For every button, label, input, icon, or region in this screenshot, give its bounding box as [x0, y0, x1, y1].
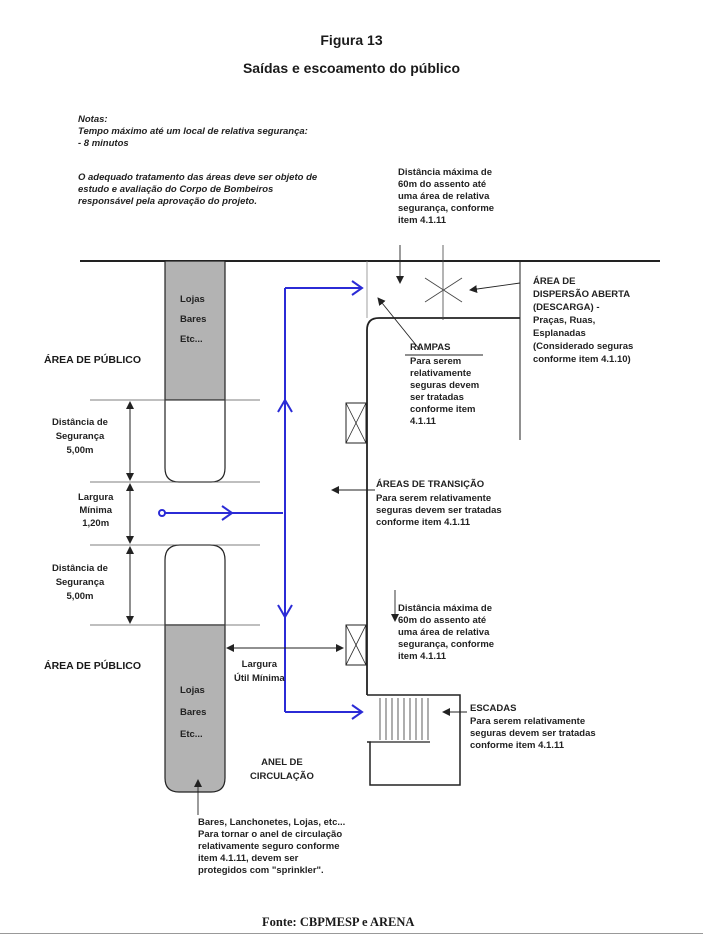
- flow-arrows: [158, 280, 364, 720]
- figure-title: Saídas e escoamento do público: [242, 60, 461, 76]
- shop-block-bottom: [164, 624, 226, 793]
- notes-line2: - 8 minutos: [78, 138, 129, 149]
- bottom-rule: [0, 933, 703, 934]
- transition-wall: [366, 317, 520, 695]
- notes-heading: Notas:: [78, 114, 108, 125]
- flow-arrowhead: [221, 505, 234, 521]
- safety-block-top: [164, 399, 226, 483]
- staircase-outline: [367, 694, 461, 786]
- figure-source: Fonte: CBPMESP e ARENA: [262, 915, 415, 929]
- label-transition-title: ÁREAS DE TRANSIÇÃO: [376, 479, 485, 490]
- label-stairs-title: ESCADAS: [470, 703, 517, 714]
- notes-line1: Tempo máximo até um local de relativa se…: [78, 126, 308, 137]
- notes-paragraph: O adequado tratamento das áreas deve ser…: [78, 172, 318, 207]
- label-bars-note: Bares, Lanchonetes, Lojas, etc...Para to…: [198, 817, 346, 876]
- safety-block-bottom: [164, 544, 226, 626]
- label-public-area-2: ÁREA DE PÚBLICO: [44, 660, 142, 672]
- ramp-cross: [424, 277, 463, 303]
- flow-arrowhead-up: [277, 398, 293, 413]
- flow-arrowhead-down: [277, 604, 293, 619]
- label-public-area-1: ÁREA DE PÚBLICO: [44, 354, 142, 366]
- figure-number: Figura 13: [320, 32, 383, 48]
- staircase-steps: [379, 698, 429, 740]
- label-ramps-title: RAMPAS: [410, 342, 451, 353]
- callout-arrows: [194, 245, 521, 815]
